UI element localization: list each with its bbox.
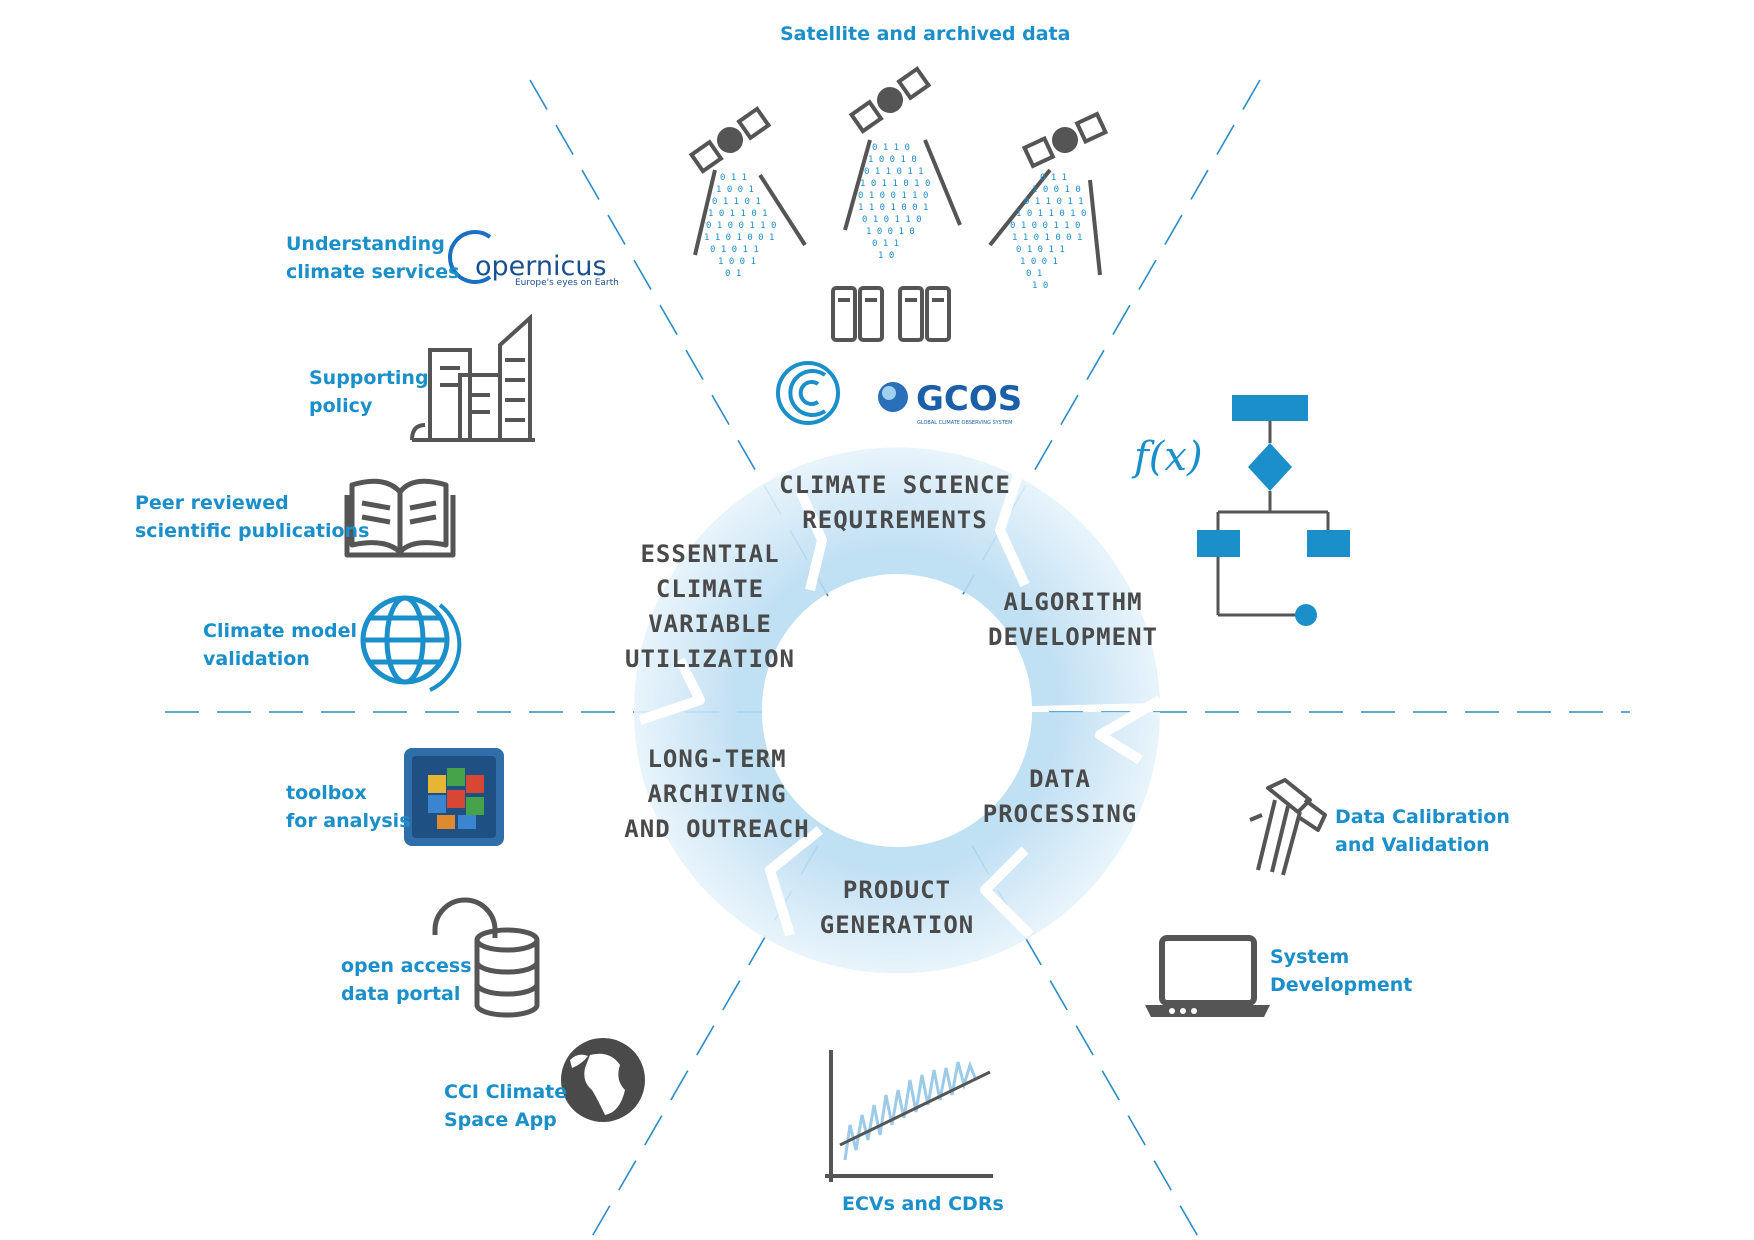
laptop-icon bbox=[1145, 935, 1270, 1017]
svg-text:1 0: 1 0 bbox=[1032, 281, 1048, 291]
svg-text:0 1 1 0 1: 0 1 1 0 1 bbox=[712, 197, 761, 207]
svg-text:1 0 1 1 0 1 0: 1 0 1 1 0 1 0 bbox=[860, 179, 930, 189]
gcos-tagline: GLOBAL CLIMATE OBSERVING SYSTEM bbox=[917, 420, 1012, 426]
binary-data-streams: 0 1 1 1 0 0 1 0 1 1 0 1 1 0 1 1 0 1 0 1 0 0… bbox=[704, 143, 1086, 291]
svg-text:0 1 0 1 1 0: 0 1 0 1 1 0 bbox=[862, 215, 922, 225]
svg-text:0 1 1 0 1 1: 0 1 1 0 1 1 bbox=[864, 167, 924, 177]
unlocked-database-icon bbox=[432, 897, 540, 1018]
svg-text:0 1 1 0 1 1: 0 1 1 0 1 1 bbox=[1024, 197, 1084, 207]
svg-text:0 1: 0 1 bbox=[1026, 269, 1042, 279]
svg-text:0 1 0 0 1 1 0: 0 1 0 0 1 1 0 bbox=[858, 191, 928, 201]
svg-text:1 0 0 1: 1 0 0 1 bbox=[718, 257, 756, 267]
satellite-icons bbox=[688, 66, 1109, 276]
cycle-ring bbox=[634, 447, 1163, 974]
svg-text:1 0 1 1 0 1: 1 0 1 1 0 1 bbox=[708, 209, 768, 219]
svg-text:0 1 1: 0 1 1 bbox=[720, 173, 747, 183]
svg-text:1 0 0 1 0: 1 0 0 1 0 bbox=[1032, 185, 1081, 195]
svg-text:0 1 0 0 1 1 0: 0 1 0 0 1 1 0 bbox=[1010, 221, 1080, 231]
ecvs-cdrs-label: ECVs and CDRs bbox=[842, 1193, 1004, 1215]
svg-text:0 1 0 1 1: 0 1 0 1 1 bbox=[1016, 245, 1065, 255]
svg-text:1 0 1 1 0 1 0: 1 0 1 1 0 1 0 bbox=[1016, 209, 1086, 219]
globe-grid-icon bbox=[360, 595, 462, 692]
svg-text:1 1 0 1 0 0 1: 1 1 0 1 0 0 1 bbox=[1012, 233, 1082, 243]
time-series-chart-icon bbox=[825, 1050, 993, 1182]
svg-text:0 1 1: 0 1 1 bbox=[1040, 173, 1067, 183]
flowchart-icon bbox=[1197, 395, 1350, 626]
svg-text:1 0: 1 0 bbox=[878, 251, 894, 261]
gcos-name: GCOS bbox=[916, 379, 1022, 419]
copernicus-name: opernicus bbox=[475, 251, 607, 282]
svg-text:0 1: 0 1 bbox=[725, 269, 741, 279]
svg-text:0 1 1 0: 0 1 1 0 bbox=[872, 143, 910, 153]
buildings-icon bbox=[410, 313, 535, 442]
svg-text:1 1 0 1 0 0 1: 1 1 0 1 0 0 1 bbox=[704, 233, 774, 243]
satellite-data-label: Satellite and archived data bbox=[780, 23, 1071, 45]
svg-text:1 0 0 1: 1 0 0 1 bbox=[716, 185, 754, 195]
formula-label: f(x) bbox=[1131, 434, 1203, 480]
caliper-icon bbox=[1249, 778, 1327, 876]
svg-text:1 0 0 1: 1 0 0 1 bbox=[1020, 257, 1058, 267]
un-climate-emblem bbox=[776, 361, 840, 425]
copernicus-logo: opernicus Europe's eyes on Earth bbox=[448, 230, 619, 288]
svg-text:1 0 0 1 0: 1 0 0 1 0 bbox=[868, 155, 917, 165]
copernicus-tagline: Europe's eyes on Earth bbox=[515, 278, 619, 288]
svg-text:0 1 0 0 1 1 0: 0 1 0 0 1 1 0 bbox=[706, 221, 776, 231]
gcos-logo: GCOS GLOBAL CLIMATE OBSERVING SYSTEM bbox=[878, 379, 1022, 426]
toolbox-cube-icon bbox=[404, 748, 504, 846]
archive-binders-icon bbox=[831, 286, 951, 342]
svg-text:0 1 0 1 1: 0 1 0 1 1 bbox=[710, 245, 759, 255]
svg-text:1 0 0 1 0: 1 0 0 1 0 bbox=[866, 227, 915, 237]
svg-text:1 1 0 1 0 0 1: 1 1 0 1 0 0 1 bbox=[858, 203, 928, 213]
open-book-icon bbox=[344, 478, 456, 558]
earth-icon bbox=[561, 1038, 645, 1122]
svg-text:0 1 1: 0 1 1 bbox=[872, 239, 899, 249]
